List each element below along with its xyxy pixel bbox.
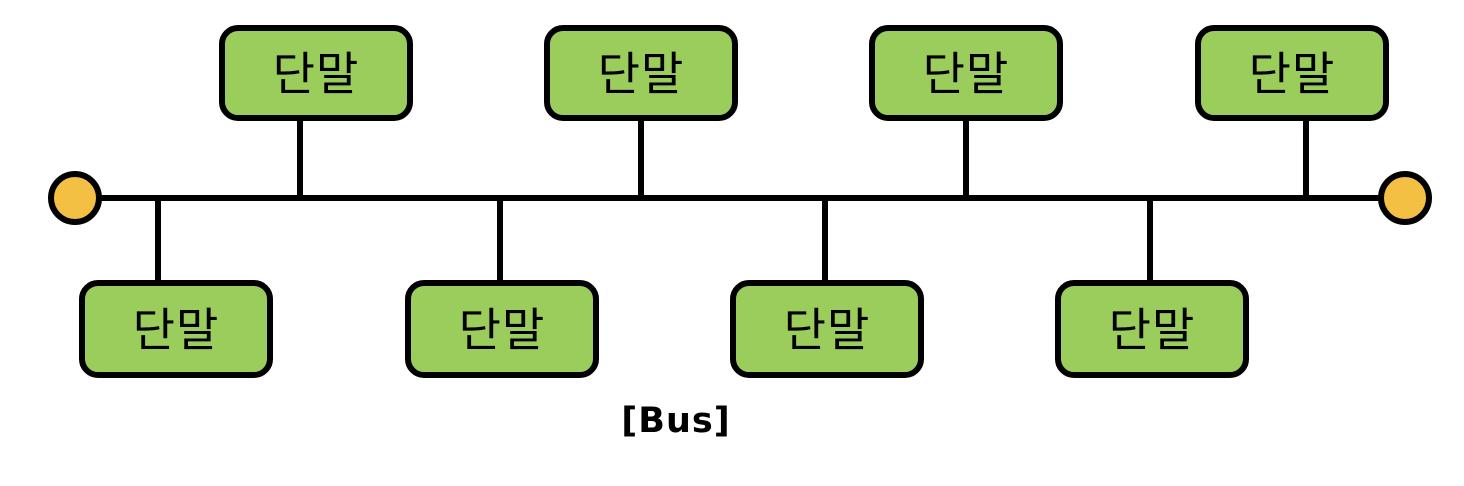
bottom-node-row: 단말 단말 단말 단말 xyxy=(79,280,1249,378)
bottom-node-4[interactable]: 단말 xyxy=(1055,280,1249,378)
top-node-box-1[interactable] xyxy=(219,25,413,121)
bottom-connector-group xyxy=(155,198,1153,283)
diagram-caption: [Bus] xyxy=(621,401,730,441)
bottom-node-box-1[interactable] xyxy=(79,280,273,378)
bottom-node-label-3: 단말 xyxy=(784,303,871,357)
terminator-left xyxy=(48,171,102,225)
top-connector-group xyxy=(297,118,1309,198)
top-node-label-2: 단말 xyxy=(598,47,685,101)
top-node-label-4: 단말 xyxy=(1249,47,1336,101)
bottom-node-2[interactable]: 단말 xyxy=(405,280,599,378)
top-node-box-4[interactable] xyxy=(1195,25,1389,121)
bottom-node-label-2: 단말 xyxy=(459,303,546,357)
top-node-4[interactable]: 단말 xyxy=(1195,25,1389,121)
top-node-1[interactable]: 단말 xyxy=(219,25,413,121)
bus-terminator-group xyxy=(48,171,1432,225)
bottom-node-box-2[interactable] xyxy=(405,280,599,378)
top-node-label-3: 단말 xyxy=(923,47,1010,101)
top-node-box-2[interactable] xyxy=(544,25,738,121)
bottom-node-box-4[interactable] xyxy=(1055,280,1249,378)
bottom-node-3[interactable]: 단말 xyxy=(730,280,924,378)
bottom-node-box-3[interactable] xyxy=(730,280,924,378)
terminator-right xyxy=(1378,171,1432,225)
bottom-node-label-4: 단말 xyxy=(1109,303,1196,357)
top-node-2[interactable]: 단말 xyxy=(544,25,738,121)
top-node-label-1: 단말 xyxy=(273,47,360,101)
bottom-node-label-1: 단말 xyxy=(133,303,220,357)
bottom-node-1[interactable]: 단말 xyxy=(79,280,273,378)
top-node-box-3[interactable] xyxy=(869,25,1063,121)
top-node-3[interactable]: 단말 xyxy=(869,25,1063,121)
top-node-row: 단말 단말 단말 단말 xyxy=(219,25,1389,121)
